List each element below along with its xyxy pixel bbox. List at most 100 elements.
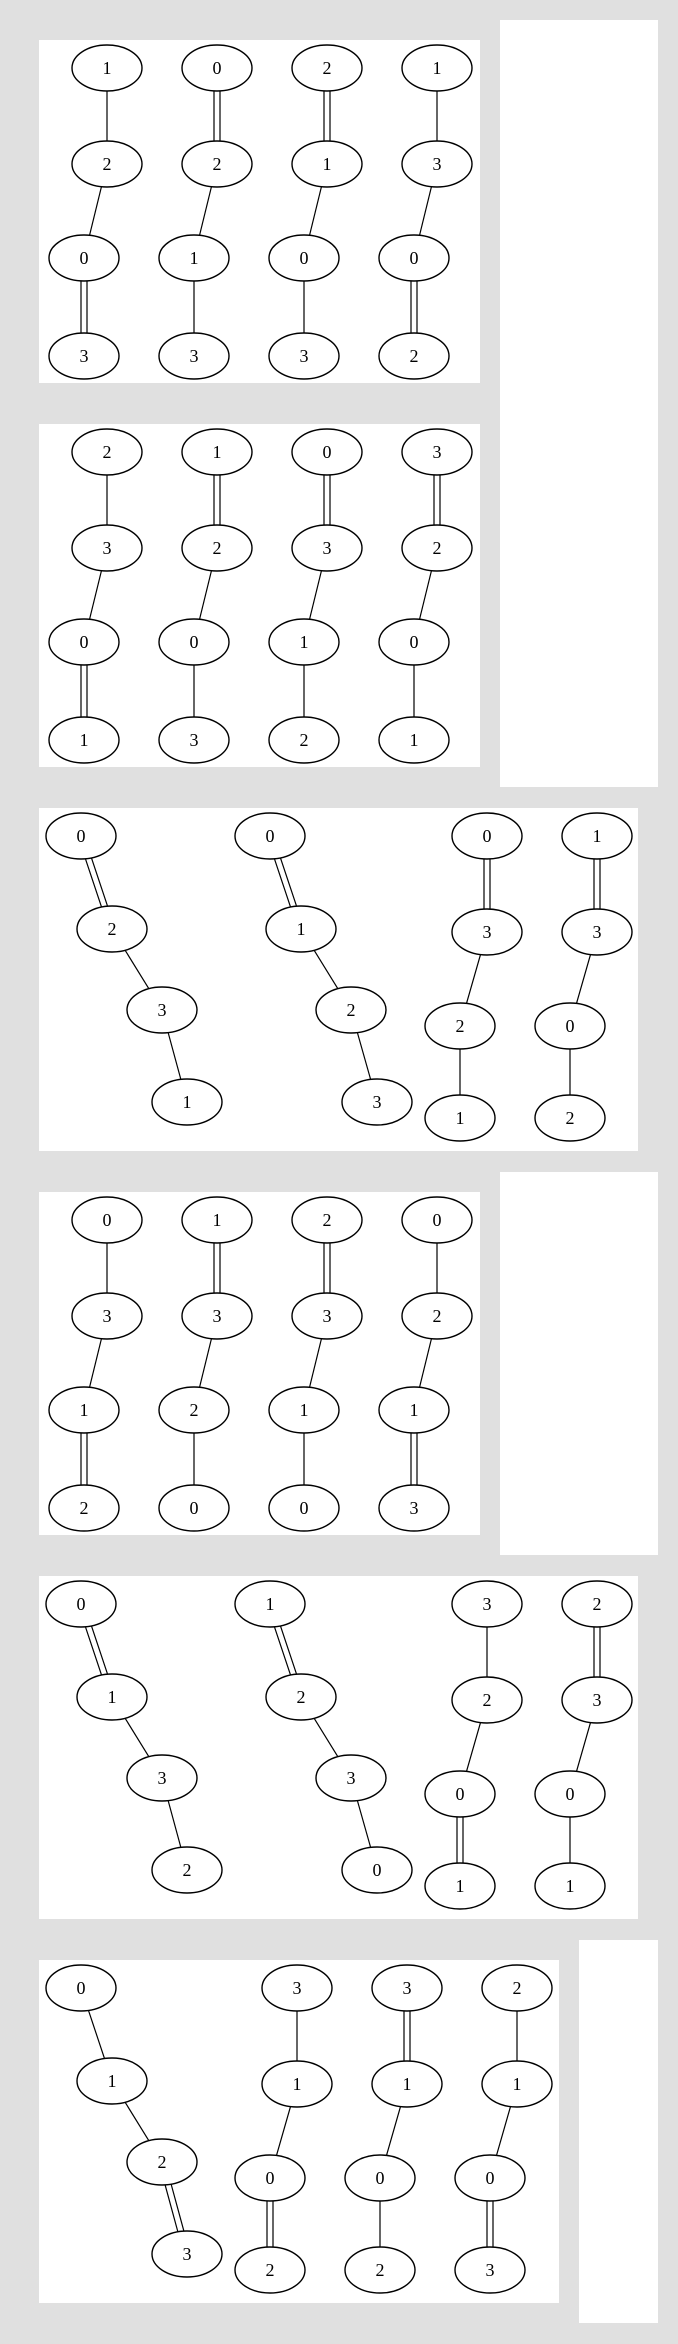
node-label: 3 xyxy=(593,922,602,942)
graph-node: 0 xyxy=(45,812,117,860)
node-ellipse xyxy=(268,1484,340,1532)
node-label: 1 xyxy=(266,1594,275,1614)
node-label: 2 xyxy=(376,2260,385,2280)
graph-node: 0 xyxy=(534,1770,606,1818)
graph-panel-row2 xyxy=(39,424,480,767)
node-label: 0 xyxy=(566,1016,575,1036)
node-ellipse xyxy=(48,234,120,282)
node-ellipse xyxy=(151,1078,223,1126)
node-label: 1 xyxy=(300,632,309,652)
graph-node: 0 xyxy=(48,234,120,282)
graph-node: 2 xyxy=(561,1580,633,1628)
node-label: 1 xyxy=(410,1400,419,1420)
node-ellipse xyxy=(561,1580,633,1628)
double-edge xyxy=(85,1627,103,1676)
double-edge xyxy=(90,1625,108,1674)
edge xyxy=(88,1338,103,1388)
graph-node: 1 xyxy=(481,2060,553,2108)
node-ellipse xyxy=(181,1292,253,1340)
node-label: 0 xyxy=(77,1978,86,1998)
node-label: 0 xyxy=(433,1210,442,1230)
node-ellipse xyxy=(48,1386,120,1434)
node-ellipse xyxy=(268,618,340,666)
edge xyxy=(124,1717,150,1758)
graph-node: 2 xyxy=(265,1673,337,1721)
node-ellipse xyxy=(451,1676,523,1724)
graph-node: 3 xyxy=(268,332,340,380)
node-label: 0 xyxy=(566,1784,575,1804)
edge xyxy=(308,186,323,236)
edge xyxy=(167,1032,182,1080)
node-ellipse xyxy=(451,812,523,860)
node-ellipse xyxy=(561,812,633,860)
graph-node: 1 xyxy=(234,1580,306,1628)
graph-node: 3 xyxy=(561,908,633,956)
edge xyxy=(167,1800,182,1848)
node-ellipse xyxy=(181,524,253,572)
graph-node: 1 xyxy=(378,1386,450,1434)
edge xyxy=(418,1338,433,1388)
graph-node: 3 xyxy=(126,986,198,1034)
node-label: 1 xyxy=(433,58,442,78)
node-label: 0 xyxy=(213,58,222,78)
graph-node: 2 xyxy=(158,1386,230,1434)
node-label: 3 xyxy=(323,1306,332,1326)
blank-panel-row4 xyxy=(500,1172,658,1555)
graph-node: 2 xyxy=(234,2246,306,2294)
node-label: 2 xyxy=(213,154,222,174)
node-ellipse xyxy=(126,986,198,1034)
graph-node: 0 xyxy=(424,1770,496,1818)
node-ellipse xyxy=(561,1676,633,1724)
edge xyxy=(313,1717,339,1758)
node-ellipse xyxy=(291,140,363,188)
node-label: 2 xyxy=(323,1210,332,1230)
graph-node: 3 xyxy=(451,1580,523,1628)
edge xyxy=(465,1722,482,1772)
node-ellipse xyxy=(378,716,450,764)
node-label: 1 xyxy=(108,1687,117,1707)
node-ellipse xyxy=(344,2154,416,2202)
graph-node: 1 xyxy=(401,44,473,92)
graph-node: 2 xyxy=(315,986,387,1034)
graph-node: 1 xyxy=(261,2060,333,2108)
node-ellipse xyxy=(158,332,230,380)
node-label: 3 xyxy=(486,2260,495,2280)
edge xyxy=(198,1338,213,1388)
node-label: 0 xyxy=(410,248,419,268)
graph-node: 2 xyxy=(451,1676,523,1724)
node-label: 0 xyxy=(486,2168,495,2188)
node-ellipse xyxy=(534,1094,606,1142)
node-ellipse xyxy=(71,140,143,188)
double-edge xyxy=(85,859,103,908)
node-ellipse xyxy=(234,2154,306,2202)
node-label: 3 xyxy=(433,154,442,174)
graph-node: 3 xyxy=(315,1754,387,1802)
node-ellipse xyxy=(151,2230,223,2278)
graph-node: 0 xyxy=(378,234,450,282)
edge xyxy=(124,2101,150,2142)
node-ellipse xyxy=(401,428,473,476)
graph-node: 3 xyxy=(371,1964,443,2012)
edge xyxy=(198,570,213,620)
node-ellipse xyxy=(451,908,523,956)
node-label: 2 xyxy=(433,1306,442,1326)
node-label: 1 xyxy=(403,2074,412,2094)
graph-node: 3 xyxy=(401,428,473,476)
graph-node: 2 xyxy=(401,1292,473,1340)
node-ellipse xyxy=(45,1580,117,1628)
node-label: 2 xyxy=(300,730,309,750)
node-label: 1 xyxy=(183,1092,192,1112)
graph-node: 2 xyxy=(534,1094,606,1142)
node-ellipse xyxy=(481,2060,553,2108)
graph-node: 3 xyxy=(451,908,523,956)
node-ellipse xyxy=(71,1292,143,1340)
node-label: 2 xyxy=(103,154,112,174)
graph-node: 2 xyxy=(268,716,340,764)
node-label: 2 xyxy=(593,1594,602,1614)
